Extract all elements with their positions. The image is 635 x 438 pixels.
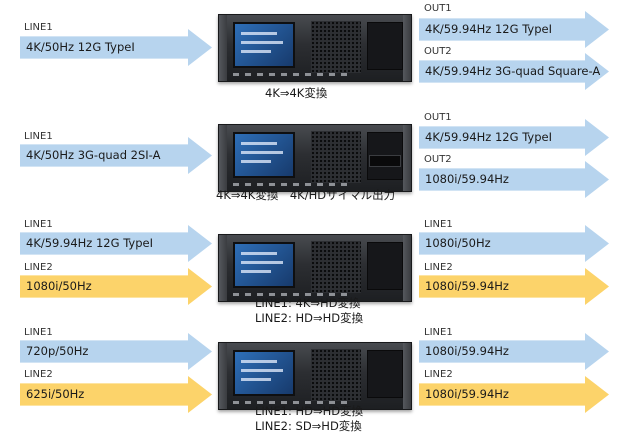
- output-label-out1: OUT1: [424, 3, 452, 14]
- rack-ear-right: [403, 343, 411, 409]
- rack-ear-right: [403, 15, 411, 81]
- input-label-line1: LINE1: [24, 22, 53, 33]
- conversion-caption: LINE1: HD⇒HD変換 LINE2: SD⇒HD変換: [255, 404, 363, 434]
- output-signal-value: 4K/59.94Hz 12G TypeI: [425, 130, 552, 144]
- device-vent-grille: [311, 131, 361, 183]
- output-signal-value: 1080i/59.94Hz: [425, 172, 509, 186]
- output-signal-value: 1080i/50Hz: [425, 236, 491, 250]
- input-label-line2: LINE2: [24, 369, 53, 380]
- conversion-caption: 4K⇒4K変換 4K/HDサイマル出力: [216, 188, 396, 202]
- device-vent-grille: [311, 241, 361, 293]
- output-label-out2: OUT2: [424, 154, 452, 165]
- input-signal-value: 4K/50Hz 12G TypeI: [26, 40, 135, 54]
- output-label-line2: LINE2: [424, 369, 453, 380]
- device-front-buttons: [233, 401, 353, 404]
- converter-device-image: [218, 234, 412, 302]
- rack-ear-left: [219, 343, 227, 409]
- input-arrow-line2: 1080i/50Hz: [20, 268, 212, 305]
- device-vent-grille: [311, 21, 361, 73]
- converter-device-image: [218, 14, 412, 82]
- device-rear-panel: [367, 350, 403, 398]
- output-label-line2: LINE2: [424, 262, 453, 273]
- conversion-caption: LINE1: 4K⇒HD変換 LINE2: HD⇒HD変換: [255, 296, 363, 326]
- output-arrow-out2: 4K/59.94Hz 3G-quad Square-A: [419, 53, 609, 90]
- device-front-buttons: [233, 73, 353, 76]
- rack-ear-right: [403, 235, 411, 301]
- output-arrow-out1: 4K/59.94Hz 12G TypeI: [419, 11, 609, 48]
- converter-device-image: [218, 342, 412, 410]
- device-vent-grille: [311, 349, 361, 401]
- output-signal-value: 1080i/59.94Hz: [425, 387, 509, 401]
- device-lcd-screen: [233, 132, 295, 178]
- output-arrow-line1: 1080i/59.94Hz: [419, 333, 609, 370]
- rack-ear-left: [219, 15, 227, 81]
- conversion-caption-line2: LINE2: SD⇒HD変換: [255, 419, 362, 433]
- input-label-line1: LINE1: [24, 327, 53, 338]
- input-arrow-line1: 4K/59.94Hz 12G TypeI: [20, 225, 212, 262]
- input-signal-value: 4K/50Hz 3G-quad 2SI-A: [26, 148, 161, 162]
- input-label-line1: LINE1: [24, 131, 53, 142]
- output-arrow-out2: 1080i/59.94Hz: [419, 161, 609, 198]
- rack-ear-right: [403, 125, 411, 191]
- output-arrow-out1: 4K/59.94Hz 12G TypeI: [419, 119, 609, 156]
- output-arrow-line2: 1080i/59.94Hz: [419, 376, 609, 413]
- conversion-caption-line2: LINE2: HD⇒HD変換: [255, 311, 364, 325]
- output-arrow-line2: 1080i/59.94Hz: [419, 268, 609, 305]
- input-signal-value: 625i/50Hz: [26, 387, 85, 401]
- conversion-caption: 4K⇒4K変換: [265, 86, 328, 100]
- input-signal-value: 1080i/50Hz: [26, 279, 92, 293]
- input-label-line2: LINE2: [24, 262, 53, 273]
- output-label-out2: OUT2: [424, 46, 452, 57]
- output-arrow-line1: 1080i/50Hz: [419, 225, 609, 262]
- input-arrow-line1: 720p/50Hz: [20, 333, 212, 370]
- conversion-caption-line1: LINE1: 4K⇒HD変換: [255, 296, 361, 310]
- output-signal-value: 1080i/59.94Hz: [425, 279, 509, 293]
- converter-device-image: [218, 124, 412, 192]
- device-lcd-screen: [233, 22, 295, 68]
- output-signal-value: 4K/59.94Hz 12G TypeI: [425, 22, 552, 36]
- input-arrow-line1: 4K/50Hz 3G-quad 2SI-A: [20, 137, 212, 174]
- conversion-caption-line1: LINE1: HD⇒HD変換: [255, 404, 364, 418]
- input-arrow-line2: 625i/50Hz: [20, 376, 212, 413]
- device-rear-panel: [367, 242, 403, 290]
- output-label-out1: OUT1: [424, 112, 452, 123]
- output-label-line1: LINE1: [424, 219, 453, 230]
- output-signal-value: 1080i/59.94Hz: [425, 344, 509, 358]
- output-label-line1: LINE1: [424, 327, 453, 338]
- input-signal-value: 720p/50Hz: [26, 344, 89, 358]
- rack-ear-left: [219, 125, 227, 191]
- input-signal-value: 4K/59.94Hz 12G TypeI: [26, 236, 153, 250]
- device-front-buttons: [233, 183, 353, 186]
- input-arrow-line1: 4K/50Hz 12G TypeI: [20, 29, 212, 66]
- device-front-buttons: [233, 293, 353, 296]
- rack-ear-left: [219, 235, 227, 301]
- device-card-slot: [369, 155, 401, 167]
- output-signal-value: 4K/59.94Hz 3G-quad Square-A: [425, 64, 601, 78]
- device-rear-panel: [367, 22, 403, 70]
- input-label-line1: LINE1: [24, 219, 53, 230]
- device-lcd-screen: [233, 242, 295, 288]
- device-lcd-screen: [233, 350, 295, 396]
